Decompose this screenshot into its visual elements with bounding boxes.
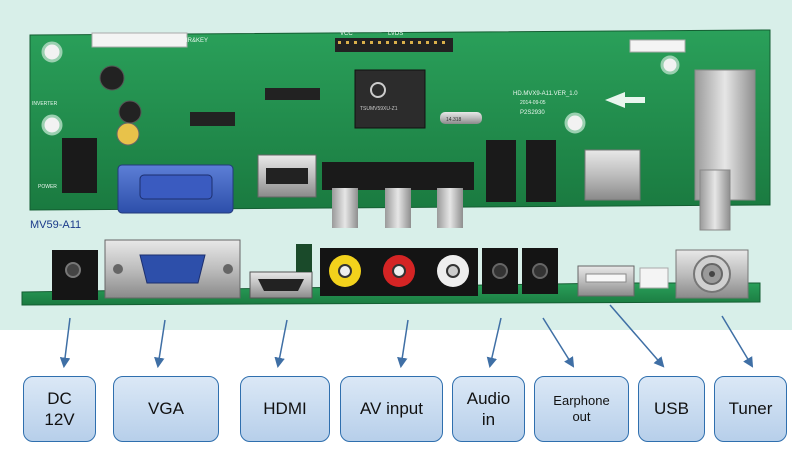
arrow-audio: [486, 317, 502, 369]
silk-version: HD.MVX9-A11.VER_1.0: [513, 91, 578, 97]
callout-arrows: [59, 304, 754, 369]
label-vga: VGA: [113, 376, 219, 442]
silk-key: IR&KEY: [186, 38, 208, 44]
label-dc-12v: DC 12V: [23, 376, 96, 442]
label-tuner: Tuner: [714, 376, 787, 442]
arrow-av: [397, 319, 409, 369]
silk-chip: TSUMV59XU-Z1: [360, 106, 398, 112]
silk-inverter: INVERTER: [32, 101, 58, 107]
label-hdmi: HDMI: [240, 376, 330, 442]
silk-lvds: LVDS: [388, 31, 403, 37]
arrow-earphone: [542, 317, 575, 368]
board-model-label: MV59-A11: [30, 219, 82, 231]
silk-power: POWER: [38, 184, 57, 190]
label-audio-in: Audio in: [452, 376, 525, 442]
arrow-usb: [609, 304, 665, 368]
top-board: IR&KEY VCC LVDS TSUMV59XU-Z1 14.318 HD.M…: [29, 29, 771, 231]
label-earphone-out: Earphone out: [534, 376, 629, 442]
silk-crystal: 14.318: [446, 117, 462, 123]
silk-code: P2S2930: [520, 110, 545, 116]
arrow-dc: [59, 317, 71, 369]
front-board: [21, 239, 761, 306]
silk-date: 2014-09-05: [520, 100, 546, 106]
silk-vcc: VCC: [340, 31, 353, 37]
label-usb: USB: [638, 376, 705, 442]
arrow-tuner: [721, 315, 754, 368]
arrow-vga: [154, 319, 166, 369]
label-av-input: AV input: [340, 376, 443, 442]
arrow-hdmi: [274, 319, 288, 369]
